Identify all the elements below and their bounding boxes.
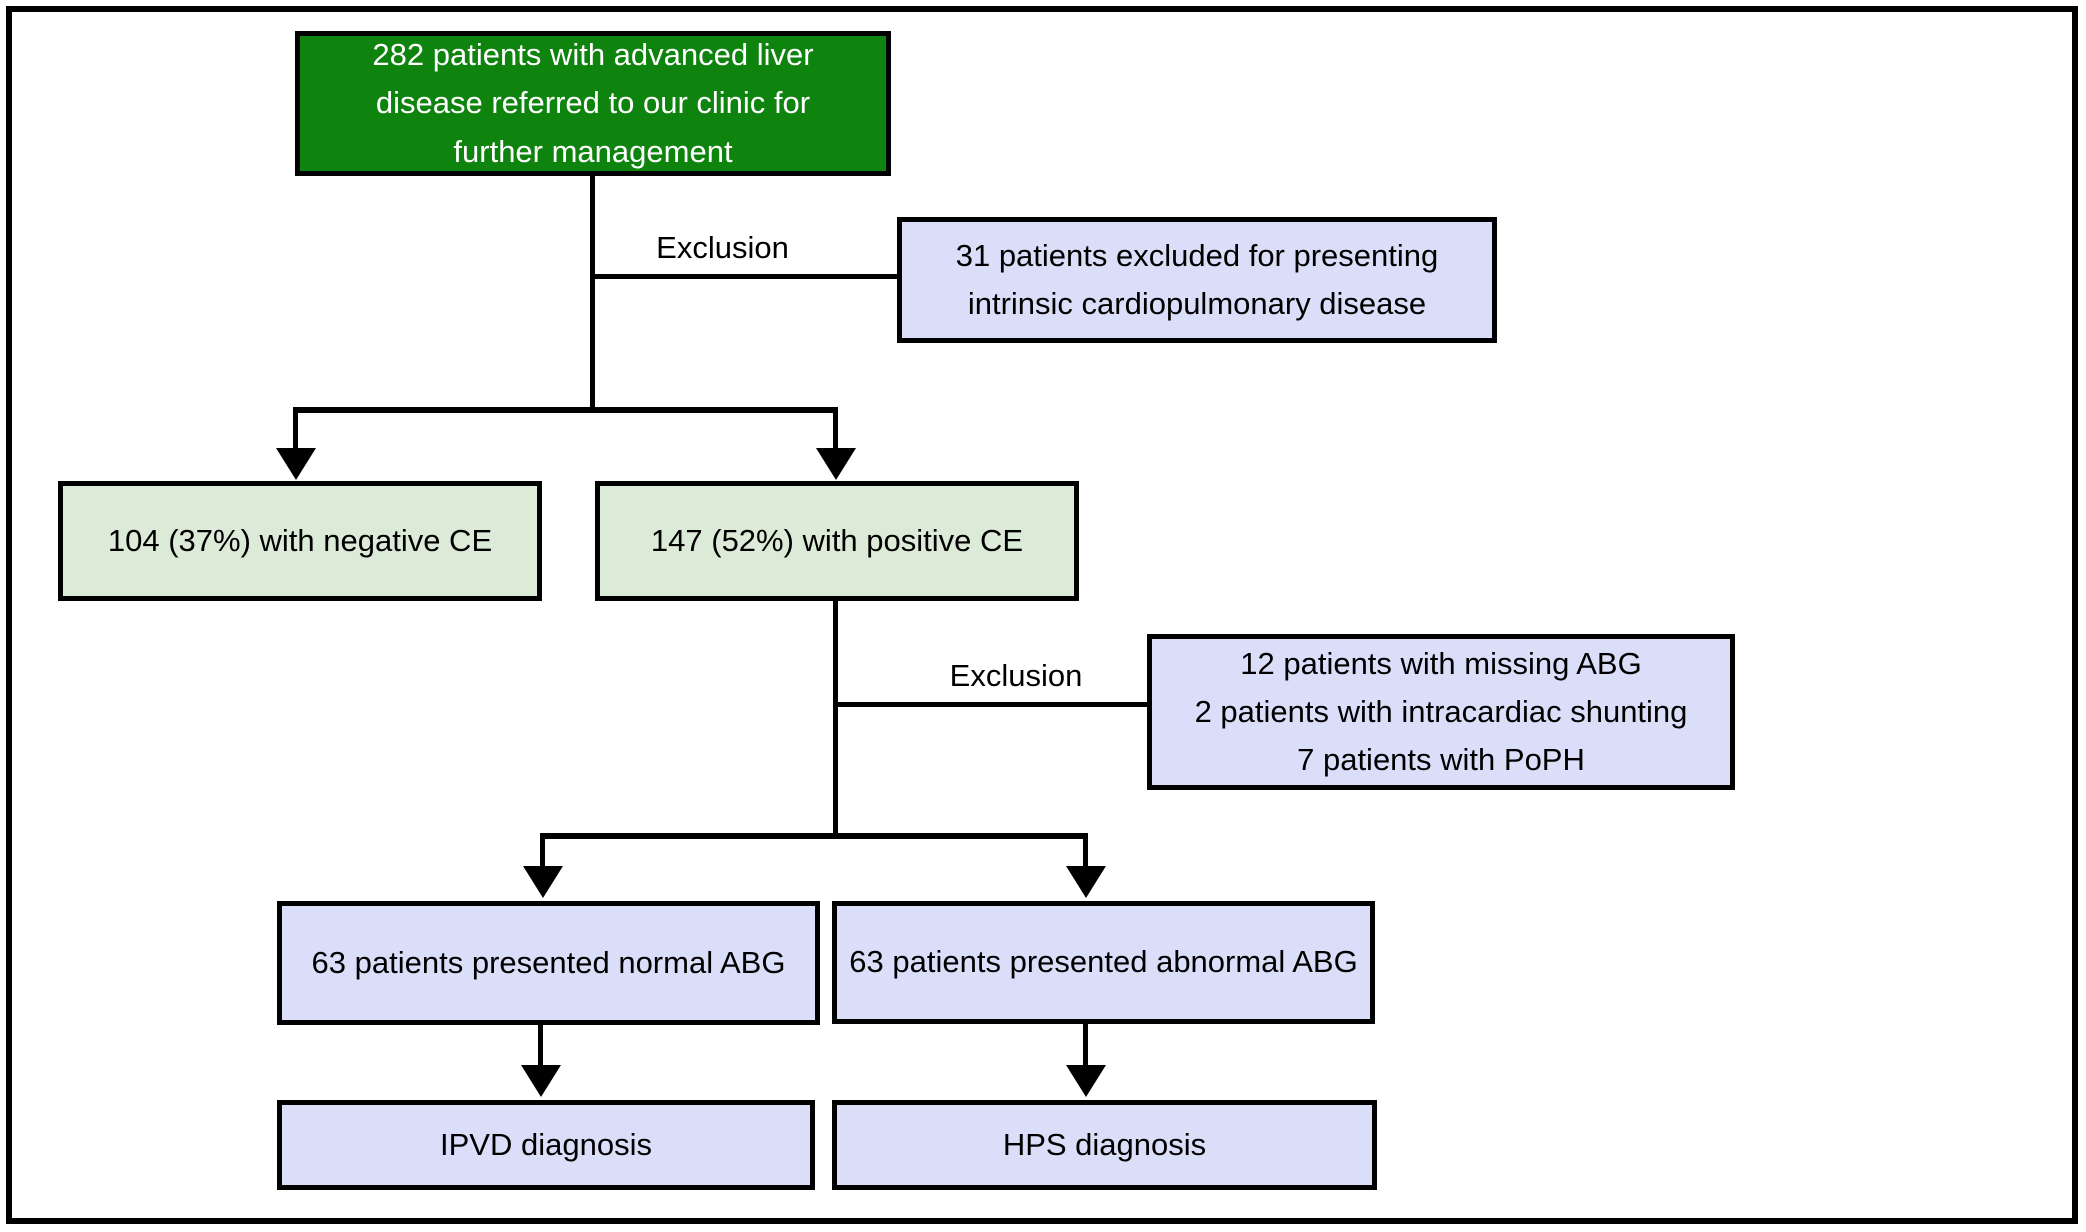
exclusion-node-1: 31 patients excluded for presenting intr…	[897, 217, 1497, 343]
branch-2-right-arm	[1083, 833, 1088, 867]
connector-normal-abg-stem	[538, 1025, 543, 1066]
branch-2-left-arm	[540, 833, 545, 867]
branch-1-left-arm	[293, 407, 298, 449]
exclusion-label-2: Exclusion	[949, 658, 1083, 693]
positive-ce-node: 147 (52%) with positive CE	[595, 481, 1079, 601]
outer-border	[6, 6, 2078, 1224]
arrowhead-normal-abg	[523, 866, 563, 898]
branch-line-2	[540, 833, 1088, 839]
arrowhead-hps	[1066, 1065, 1106, 1097]
connector-positive-ce-stem	[833, 601, 838, 838]
connector-root-stem	[590, 176, 595, 412]
arrowhead-ipvd	[521, 1065, 561, 1097]
connector-exclusion-line-2	[835, 702, 1147, 707]
connector-abnormal-abg-stem	[1083, 1024, 1088, 1066]
abnormal-abg-node: 63 patients presented abnormal ABG	[832, 901, 1375, 1024]
connector-exclusion-line-1	[592, 274, 897, 279]
exclusion-node-2: 12 patients with missing ABG 2 patients …	[1147, 634, 1735, 790]
arrowhead-positive-ce	[816, 448, 856, 480]
normal-abg-node: 63 patients presented normal ABG	[277, 901, 820, 1025]
hps-diagnosis-node: HPS diagnosis	[832, 1100, 1377, 1190]
root-node: 282 patients with advanced liver disease…	[295, 31, 891, 176]
arrowhead-abnormal-abg	[1066, 866, 1106, 898]
arrowhead-negative-ce	[276, 448, 316, 480]
branch-1-right-arm	[833, 407, 838, 449]
ipvd-diagnosis-node: IPVD diagnosis	[277, 1100, 815, 1190]
branch-line-1	[293, 407, 838, 413]
exclusion-label-1: Exclusion	[656, 230, 789, 265]
negative-ce-node: 104 (37%) with negative CE	[58, 481, 542, 601]
